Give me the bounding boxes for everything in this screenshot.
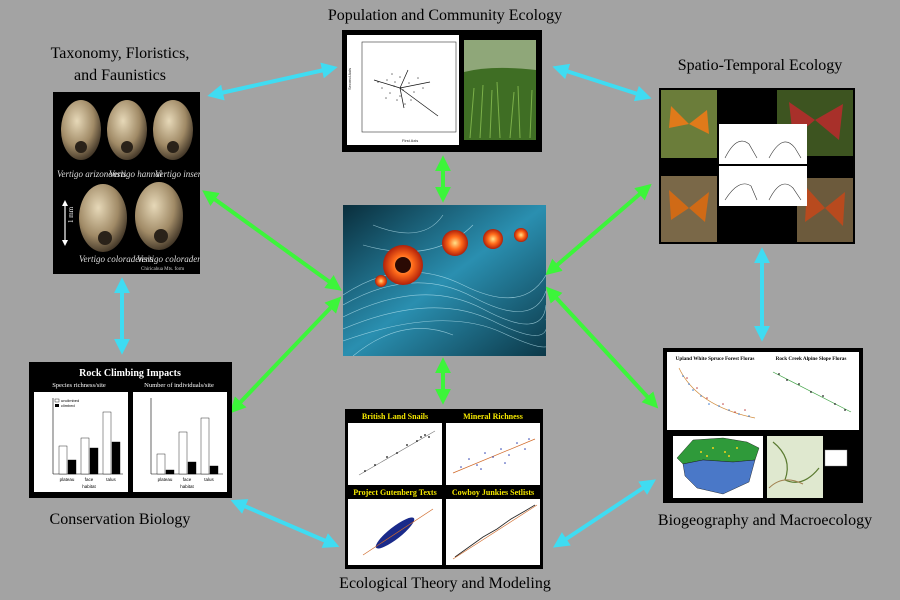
label-conservation: Conservation Biology	[49, 511, 191, 528]
label-biogeo: Biogeography and Macroecology	[657, 512, 873, 529]
label-population: Population and Community Ecology	[327, 7, 563, 24]
snail-credit: Chiricahua Mts. form	[141, 267, 184, 272]
rock-right-heading: Number of individuals/site	[144, 382, 214, 389]
rock-cat-talus-left: talus	[106, 477, 116, 482]
arrow-taxonomy-population	[207, 62, 338, 101]
butterfly-photos	[661, 90, 853, 242]
legend-climbed: climbed	[61, 403, 75, 408]
label-theory: Ecological Theory and Modeling	[339, 575, 551, 592]
scale-label: 1 mm	[67, 206, 75, 223]
label-spatio: Spatio-Temporal Ecology	[677, 57, 843, 74]
theory-title-3: Project Gutenberg Texts	[353, 488, 436, 497]
snail-photos: Vertigo arizonensis Vertigo hannai Verti…	[57, 100, 212, 272]
rock-cat-face-left: face	[85, 477, 94, 482]
rock-cat-plateau-left: plateau	[60, 477, 75, 482]
svg-text:First Axis: First Axis	[402, 138, 418, 143]
spatio-panel	[659, 88, 855, 244]
biogeo-title-1: Upland White Spruce Forest Floras	[676, 356, 755, 362]
label-taxonomy-line1: Taxonomy, Floristics,	[50, 45, 190, 62]
theory-panel: British Land Snails Mineral Richness Pro…	[345, 409, 543, 569]
arrow-center-spatio	[545, 183, 652, 276]
theory-scatterplots: British Land Snails Mineral Richness Pro…	[348, 412, 540, 565]
arrow-center-conservation	[229, 296, 342, 414]
snail-name-5: Vertigo coloradensis	[137, 254, 200, 264]
arrow-population-spatio	[552, 63, 652, 102]
arrow-conservation-theory	[230, 499, 340, 548]
theory-title-2: Mineral Richness	[463, 412, 523, 421]
arrow-center-taxonomy	[202, 190, 342, 291]
label-taxonomy-line2: and Faunistics	[74, 67, 166, 84]
biogeo-panel: Upland White Spruce Forest Floras Rock C…	[663, 348, 863, 503]
biogeo-title-2: Rock Creek Alpine Slope Floras	[776, 356, 847, 362]
center-fractal	[342, 205, 551, 357]
ordination-plot: Second Axis First Axis	[347, 35, 536, 145]
snail-name-2: Vertigo hannai	[109, 169, 163, 179]
theory-title-4: Cowboy Junkies Setlists	[452, 488, 534, 497]
arrow-center-biogeo	[545, 286, 659, 409]
rock-cat-talus-right: talus	[204, 477, 214, 482]
rock-xlabel-left: habitat	[82, 484, 96, 489]
rock-xlabel-right: habitat	[180, 484, 194, 489]
snail-name-1: Vertigo arizonensis	[57, 169, 127, 179]
fractal-image	[342, 205, 551, 357]
snail-name-3: Vertigo inserta	[155, 169, 200, 179]
rock-left-heading: Species richness/site	[52, 382, 106, 389]
population-panel: Second Axis First Axis	[342, 30, 542, 152]
arrow-theory-biogeo	[552, 479, 657, 548]
svg-text:Second Axis: Second Axis	[347, 68, 352, 90]
rock-climbing-chart: Rock Climbing Impacts Species richness/s…	[34, 368, 227, 492]
rock-cat-plateau-right: plateau	[158, 477, 173, 482]
snail-name-4: Vertigo coloradensis	[79, 254, 154, 264]
biogeo-plots: Upland White Spruce Forest Floras Rock C…	[667, 352, 859, 498]
legend-unclimbed: unclimbed	[61, 398, 79, 403]
conservation-panel: Rock Climbing Impacts Species richness/s…	[29, 362, 232, 498]
rock-climbing-title: Rock Climbing Impacts	[79, 368, 181, 379]
taxonomy-panel: Vertigo arizonensis Vertigo hannai Verti…	[53, 92, 212, 274]
theory-title-1: British Land Snails	[362, 412, 428, 421]
rock-cat-face-right: face	[183, 477, 192, 482]
